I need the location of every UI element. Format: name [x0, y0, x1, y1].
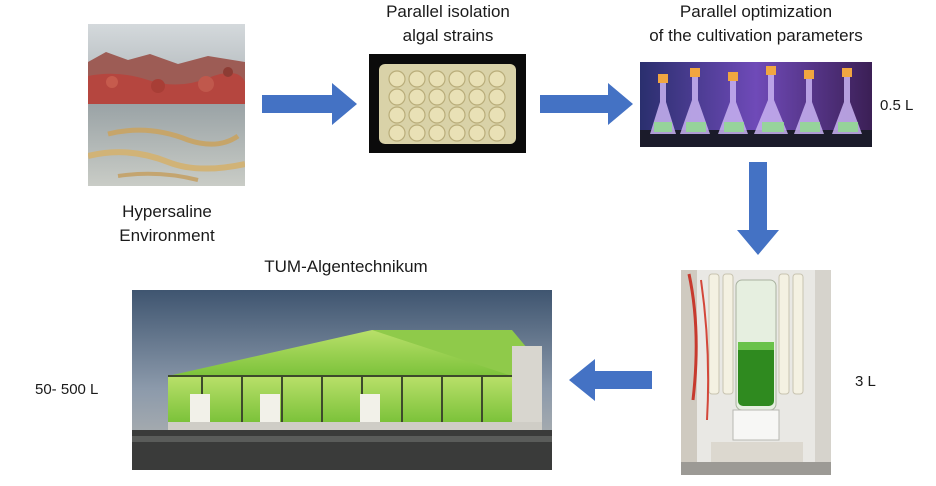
- optimization-label-line2: of the cultivation parameters: [649, 26, 863, 45]
- environment-label: Hypersaline Environment: [80, 200, 254, 248]
- cultivation-flasks-photo: [640, 62, 872, 147]
- photobioreactor-photo: [681, 270, 831, 475]
- multiwell-plate-photo: [369, 54, 526, 153]
- arrow-left: [569, 359, 652, 401]
- volume-reactor: 3 L: [855, 373, 876, 390]
- environment-label-line1: Hypersaline: [122, 202, 212, 221]
- greenhouse-photo: [132, 290, 552, 470]
- arrow-down: [737, 162, 779, 255]
- isolation-label: Parallel isolation algal strains: [350, 0, 546, 48]
- optimization-label: Parallel optimization of the cultivation…: [628, 0, 884, 48]
- isolation-label-line1: Parallel isolation: [386, 2, 510, 21]
- facility-label: TUM-Algentechnikum: [264, 257, 428, 276]
- isolation-label-line2: algal strains: [402, 26, 494, 45]
- volume-greenhouse: 50- 500 L: [35, 381, 99, 398]
- arrow-right-2: [540, 83, 633, 125]
- arrow-right-1: [262, 83, 357, 125]
- environment-label-line2: Environment: [119, 226, 215, 245]
- optimization-label-line1: Parallel optimization: [679, 2, 833, 21]
- volume-flasks: 0.5 L: [880, 97, 914, 114]
- hypersaline-environment-photo: [88, 24, 245, 186]
